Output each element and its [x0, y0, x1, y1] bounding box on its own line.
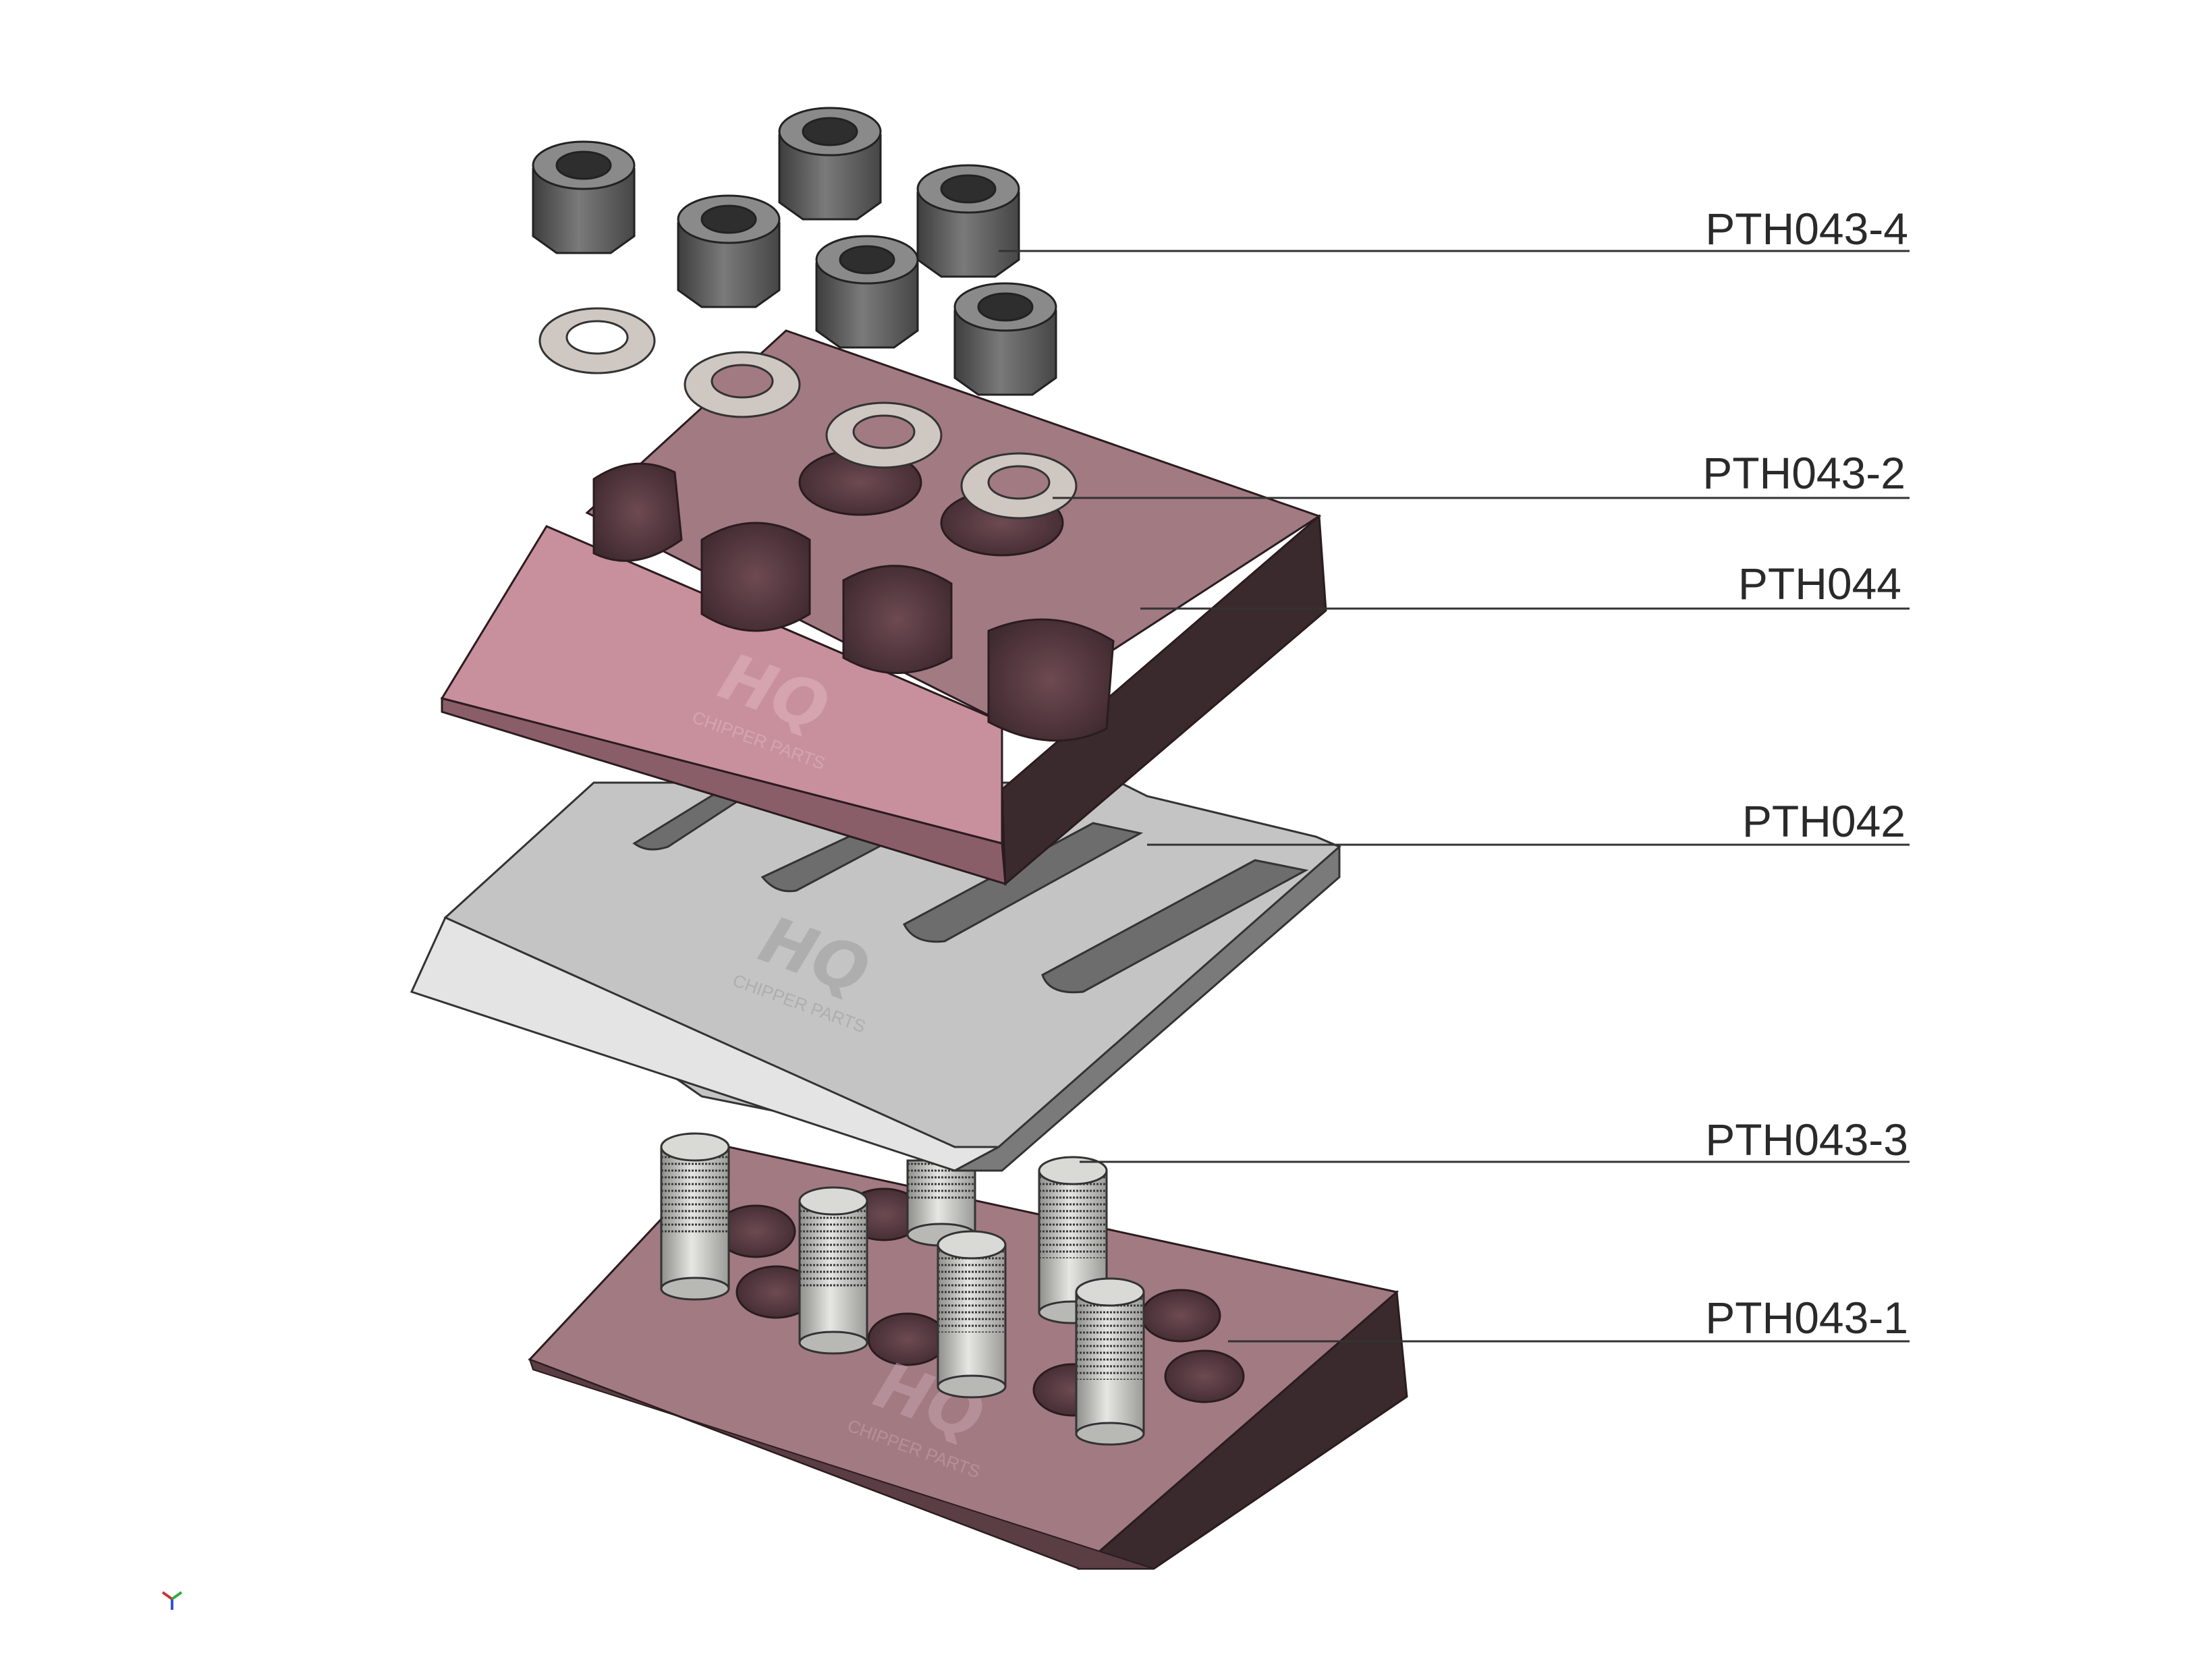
label-pth043-3: PTH043-3: [1705, 1115, 1908, 1165]
clamp-holes: [592, 449, 1115, 742]
nut: [532, 140, 636, 254]
stud: [1038, 1156, 1108, 1324]
nut: [677, 194, 781, 308]
nut: [815, 235, 919, 349]
washer: [825, 401, 943, 469]
stud: [937, 1230, 1007, 1399]
washer: [684, 351, 801, 418]
label-pth044: PTH044: [1738, 559, 1901, 609]
label-pth042: PTH042: [1742, 796, 1906, 846]
stud: [1075, 1277, 1145, 1446]
label-pth043-2: PTH043-2: [1702, 448, 1906, 498]
washer: [538, 307, 656, 374]
nut: [953, 282, 1057, 396]
nuts: [532, 107, 1057, 396]
label-pth043-1: PTH043-1: [1705, 1293, 1908, 1343]
stud: [798, 1186, 868, 1355]
label-pth043-4: PTH043-4: [1705, 204, 1908, 254]
axis-triad-icon: [161, 1591, 183, 1610]
base-plate-front-edge: [528, 1358, 1155, 1569]
stud: [660, 1132, 730, 1301]
clamp: HQ CHIPPER PARTS: [440, 329, 1327, 887]
base-plate-holes: [715, 1187, 1245, 1417]
part-labels: PTH043-4 PTH043-2 PTH044 PTH042 PTH043-3…: [1702, 204, 1908, 1343]
nut: [778, 107, 882, 221]
studs: [660, 1132, 1145, 1446]
leader-lines: [999, 250, 1910, 1343]
washers: [538, 307, 1078, 520]
knife: HQ CHIPPER PARTS: [410, 781, 1341, 1172]
knife-bevel: [410, 916, 999, 1172]
washer: [960, 452, 1078, 520]
knife-slots: [632, 788, 1309, 994]
nut: [916, 164, 1020, 278]
